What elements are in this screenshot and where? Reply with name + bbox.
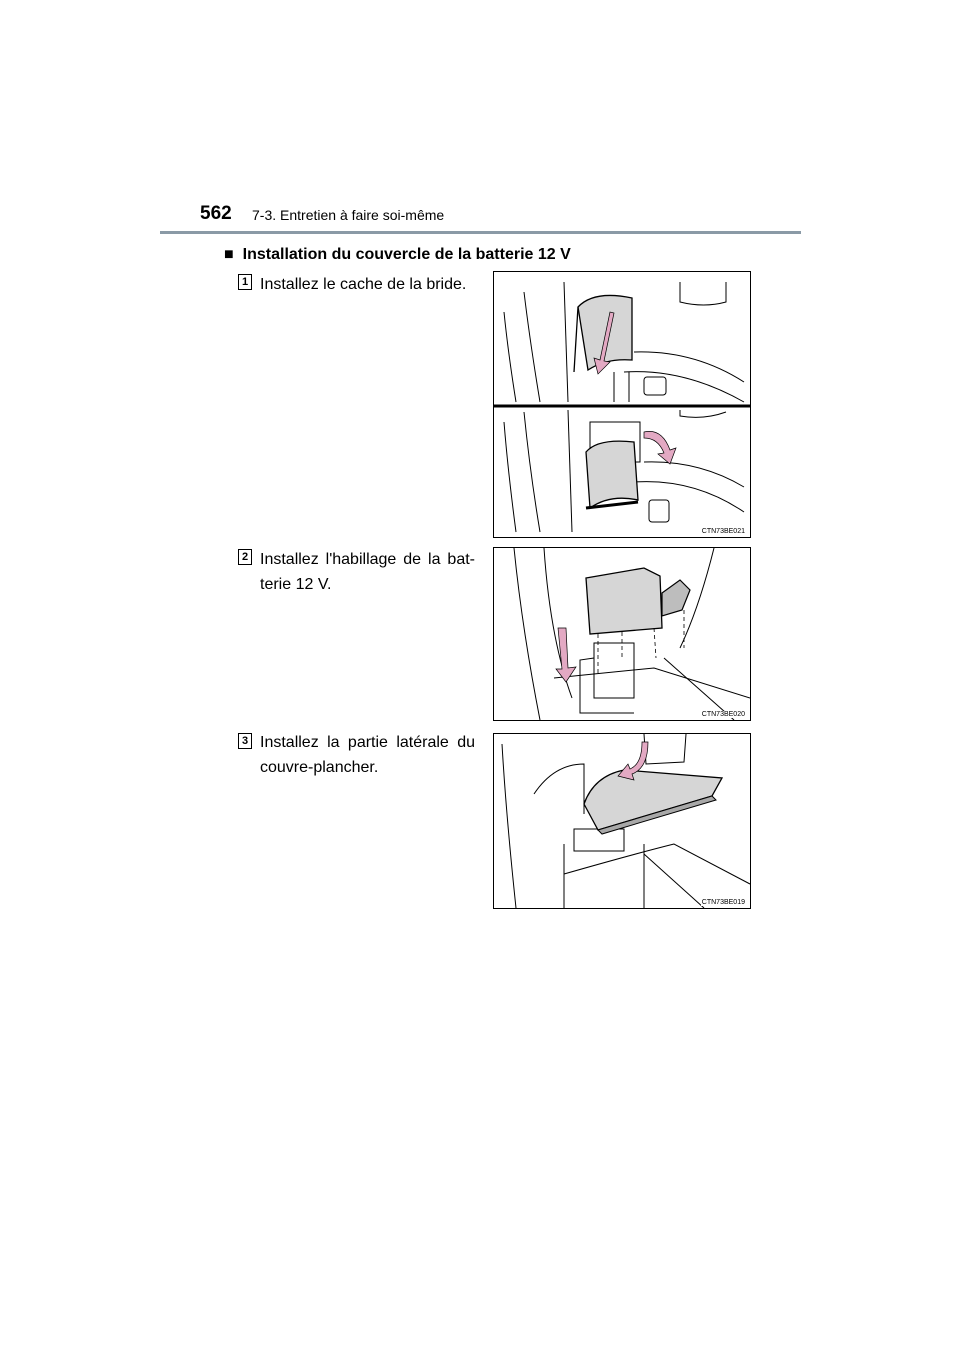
step-3-text: Installez la partie latérale du couvre-p… [260,734,475,776]
figure-code: CTN73BE021 [700,528,746,535]
figure-code: CTN73BE020 [700,711,746,718]
page-number: 562 [200,203,232,224]
step-2-badge: 2 [238,549,252,565]
curved-arrow-icon [643,431,677,465]
battery-trim-illustration [513,548,750,720]
step-1-badge: 1 [238,274,252,290]
figure-step-3: CTN73BE019 [493,733,751,909]
step-1-text: Installez le cache de la bride. [260,276,467,293]
floor-cover-illustration [501,734,750,908]
curved-arrow-icon [617,741,649,781]
section-marker-icon: ■ [224,246,234,263]
figure-step-1: CTN73BE021 [493,271,751,538]
figure-step-2: CTN73BE020 [493,547,751,721]
step-3-badge: 3 [238,733,252,749]
down-arrow-icon [555,627,577,683]
chapter-title: 7-3. Entretien à faire soi-même [252,207,445,223]
header-rule [160,231,801,234]
flange-cover-illustration [494,281,750,533]
section-title-text: Installation du couvercle de la batterie… [242,246,571,263]
figure-code: CTN73BE019 [700,899,746,906]
down-arrow-icon [593,311,615,375]
section-title: ■ Installation du couvercle de la batteri… [224,246,571,264]
step-2-text: Installez l'habillage de la bat-terie 12… [260,551,475,593]
